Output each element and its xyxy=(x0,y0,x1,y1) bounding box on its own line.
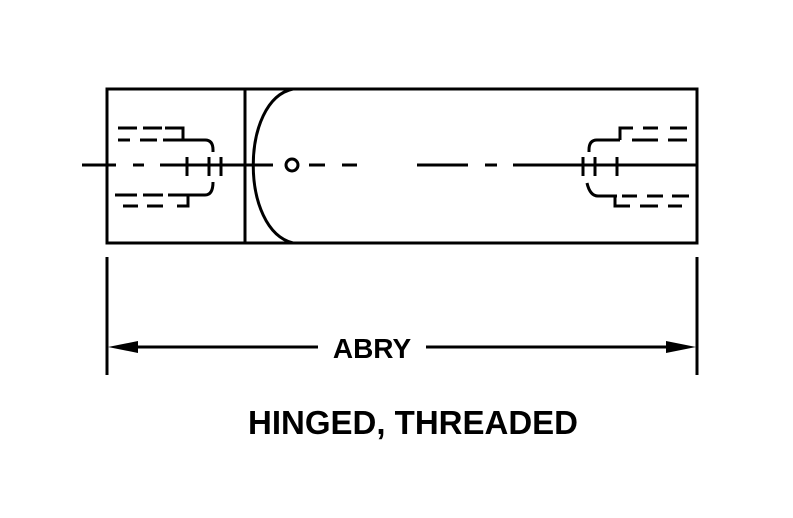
arrowhead-left-icon xyxy=(108,341,138,353)
dimension-label: ABRY xyxy=(333,333,412,364)
caption: HINGED, THREADED xyxy=(248,404,578,441)
pin-hole xyxy=(284,157,300,173)
right-hidden-fitting xyxy=(585,126,689,208)
right-thread-ticks xyxy=(581,157,619,176)
dimension-abry: ABRY xyxy=(105,257,699,375)
centerline xyxy=(82,157,697,173)
arrowhead-right-icon xyxy=(666,341,696,353)
left-hidden-fitting xyxy=(115,126,215,208)
left-thread-ticks xyxy=(185,157,223,176)
